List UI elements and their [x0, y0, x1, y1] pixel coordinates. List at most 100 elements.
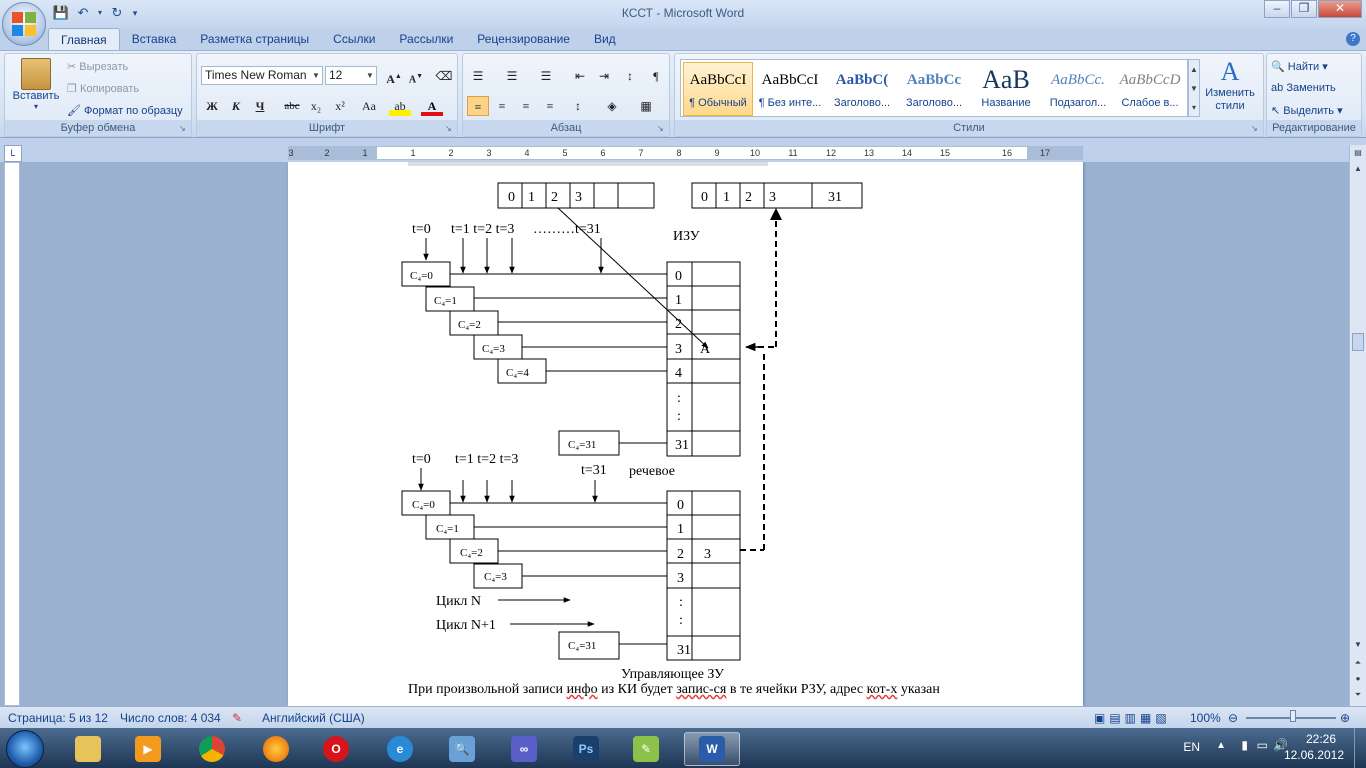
shrink-font-button[interactable]: A▼	[408, 72, 424, 86]
clock-date[interactable]: 12.06.2012	[1283, 748, 1344, 762]
align-center-icon[interactable]: ≡	[498, 99, 506, 113]
input-language[interactable]: EN	[1183, 740, 1200, 754]
search-tool-icon[interactable]: 🔍	[442, 732, 482, 766]
media-player-icon[interactable]: ▶	[128, 732, 168, 766]
style-title[interactable]: AaB Название	[981, 65, 1031, 109]
numbering-icon[interactable]: ☰	[506, 69, 518, 83]
opera-icon[interactable]: O	[316, 732, 356, 766]
italic-button[interactable]: К	[231, 99, 241, 113]
tab-review[interactable]: Рецензирование	[477, 32, 570, 46]
horizontal-ruler[interactable]: 3 2 1 1 2 3 4 5 6 7 8 9 10 11 12 13 14 1…	[288, 146, 1083, 160]
style-normal[interactable]: AaBbCcI ¶ Обычный	[683, 62, 753, 116]
help-icon[interactable]: ?	[1346, 32, 1360, 46]
shading-icon[interactable]: ◈	[607, 99, 617, 113]
browse-object-icon[interactable]: ●	[1355, 674, 1361, 683]
grow-font-button[interactable]: A▲	[386, 72, 402, 86]
document-page[interactable]: 0 1 2 3 0 1 2 3 31 ИЗУ t=0 t=1 t=2 t=3 ……	[288, 162, 1083, 706]
undo-icon[interactable]: ↶	[77, 5, 89, 20]
format-painter-button[interactable]: 🖌 Формат по образцу	[67, 105, 183, 117]
app-infinity-icon[interactable]: ∞	[504, 732, 544, 766]
clipboard-launcher-icon[interactable]: ↘	[179, 124, 186, 133]
tab-insert[interactable]: Вставка	[131, 32, 177, 46]
superscript-button[interactable]: x²	[335, 99, 345, 113]
scroll-down-icon[interactable]: ▼	[1354, 640, 1362, 649]
pilcrow-icon[interactable]: ¶	[653, 69, 659, 83]
internet-explorer-icon[interactable]: e	[380, 732, 420, 766]
font-size-select[interactable]: 12▼	[325, 66, 377, 85]
bold-button[interactable]: Ж	[206, 99, 218, 113]
view-buttons[interactable]: ▣▤▥▦▧	[1094, 711, 1171, 725]
show-desktop-button[interactable]	[1354, 728, 1366, 768]
ruler-toggle-icon[interactable]: ▤	[1354, 148, 1362, 157]
scroll-thumb[interactable]	[1352, 333, 1364, 351]
zoom-slider-thumb[interactable]	[1290, 710, 1296, 722]
redo-icon[interactable]: ↻	[111, 5, 123, 20]
replace-button[interactable]: ab Заменить	[1271, 82, 1336, 94]
tab-mailings[interactable]: Рассылки	[399, 32, 454, 46]
style-heading-2[interactable]: AaBbCc Заголово...	[905, 72, 963, 109]
restore-button[interactable]: ❐	[1291, 0, 1317, 18]
tab-page-layout[interactable]: Разметка страницы	[200, 32, 310, 46]
word-taskbar-icon[interactable]: W	[684, 732, 740, 766]
save-icon[interactable]: 💾	[52, 5, 70, 20]
zoom-in-icon[interactable]: ⊕	[1340, 711, 1351, 725]
tab-selector[interactable]: L	[4, 145, 22, 162]
align-left-icon[interactable]: ≡	[467, 96, 489, 116]
page-indicator[interactable]: Страница: 5 из 12	[8, 711, 108, 725]
photoshop-icon[interactable]: Ps	[566, 732, 606, 766]
font-launcher-icon[interactable]: ↘	[445, 124, 452, 133]
customize-qat-icon[interactable]: ▾	[132, 8, 138, 18]
subscript-button[interactable]: x₂	[310, 99, 322, 113]
tab-home[interactable]: Главная	[48, 28, 120, 50]
copy-button[interactable]: ❐ Копировать	[67, 83, 140, 95]
clock-time[interactable]: 22:26	[1305, 732, 1336, 746]
line-spacing-icon[interactable]: ↕	[575, 99, 581, 113]
change-styles-button[interactable]: A Изменить стили	[1200, 57, 1260, 113]
font-color-icon[interactable]: A	[421, 96, 443, 116]
decrease-indent-icon[interactable]: ⇤	[574, 69, 586, 83]
styles-scroll[interactable]: ▲▼▾	[1188, 59, 1200, 117]
increase-indent-icon[interactable]: ⇥	[598, 69, 610, 83]
tab-references[interactable]: Ссылки	[333, 32, 376, 46]
style-no-spacing[interactable]: AaBbCcI ¶ Без инте...	[758, 72, 822, 109]
notepad-plus-icon[interactable]: ✎	[626, 732, 666, 766]
zoom-out-icon[interactable]: ⊖	[1228, 711, 1239, 725]
find-button[interactable]: 🔍 Найти ▾	[1271, 61, 1328, 73]
style-heading-1[interactable]: AaBbC( Заголово...	[833, 72, 891, 109]
justify-icon[interactable]: ≡	[546, 99, 554, 113]
bullets-icon[interactable]: ☰	[472, 69, 484, 83]
vertical-scrollbar[interactable]: ▤ ▲ ▼ ⏶ ● ⏷	[1349, 145, 1366, 706]
font-name-select[interactable]: Times New Roman▼	[201, 66, 323, 85]
styles-launcher-icon[interactable]: ↘	[1251, 124, 1258, 133]
battery-icon[interactable]: ▭	[1256, 738, 1268, 752]
vertical-ruler[interactable]	[4, 162, 20, 706]
paste-button[interactable]: Вставить ▾	[11, 58, 61, 111]
language-indicator[interactable]: Английский (США)	[262, 711, 365, 725]
prev-page-icon[interactable]: ⏶	[1354, 658, 1362, 667]
select-button[interactable]: ↖ Выделить ▾	[1271, 105, 1343, 117]
underline-button[interactable]: Ч	[255, 99, 265, 113]
highlight-icon[interactable]: ab	[389, 96, 411, 116]
style-subtitle[interactable]: AaBbCc. Подзагол...	[1049, 72, 1107, 109]
paragraph-launcher-icon[interactable]: ↘	[657, 124, 664, 133]
align-right-icon[interactable]: ≡	[522, 99, 530, 113]
zoom-level[interactable]: 100%	[1190, 711, 1221, 725]
undo-dropdown-icon[interactable]: ▾	[97, 8, 102, 17]
style-subtle-emphasis[interactable]: AaBbCcD Слабое в...	[1119, 72, 1181, 109]
volume-icon[interactable]: 🔊	[1273, 738, 1288, 752]
scroll-up-icon[interactable]: ▲	[1354, 164, 1362, 173]
next-page-icon[interactable]: ⏷	[1354, 690, 1362, 699]
chrome-icon[interactable]	[192, 732, 232, 766]
clear-format-icon[interactable]: ⌫	[435, 69, 453, 83]
start-button[interactable]	[6, 730, 44, 768]
proofing-icon[interactable]: ✎	[232, 711, 243, 725]
firefox-icon[interactable]	[256, 732, 296, 766]
cut-button[interactable]: ✂ Вырезать	[67, 61, 129, 73]
explorer-icon[interactable]	[68, 732, 108, 766]
change-case-button[interactable]: Aa	[362, 99, 376, 113]
word-count[interactable]: Число слов: 4 034	[120, 711, 221, 725]
tab-view[interactable]: Вид	[593, 32, 616, 46]
strikethrough-button[interactable]: abc	[284, 100, 300, 112]
office-button[interactable]	[2, 2, 46, 46]
borders-icon[interactable]: ▦	[640, 99, 652, 113]
